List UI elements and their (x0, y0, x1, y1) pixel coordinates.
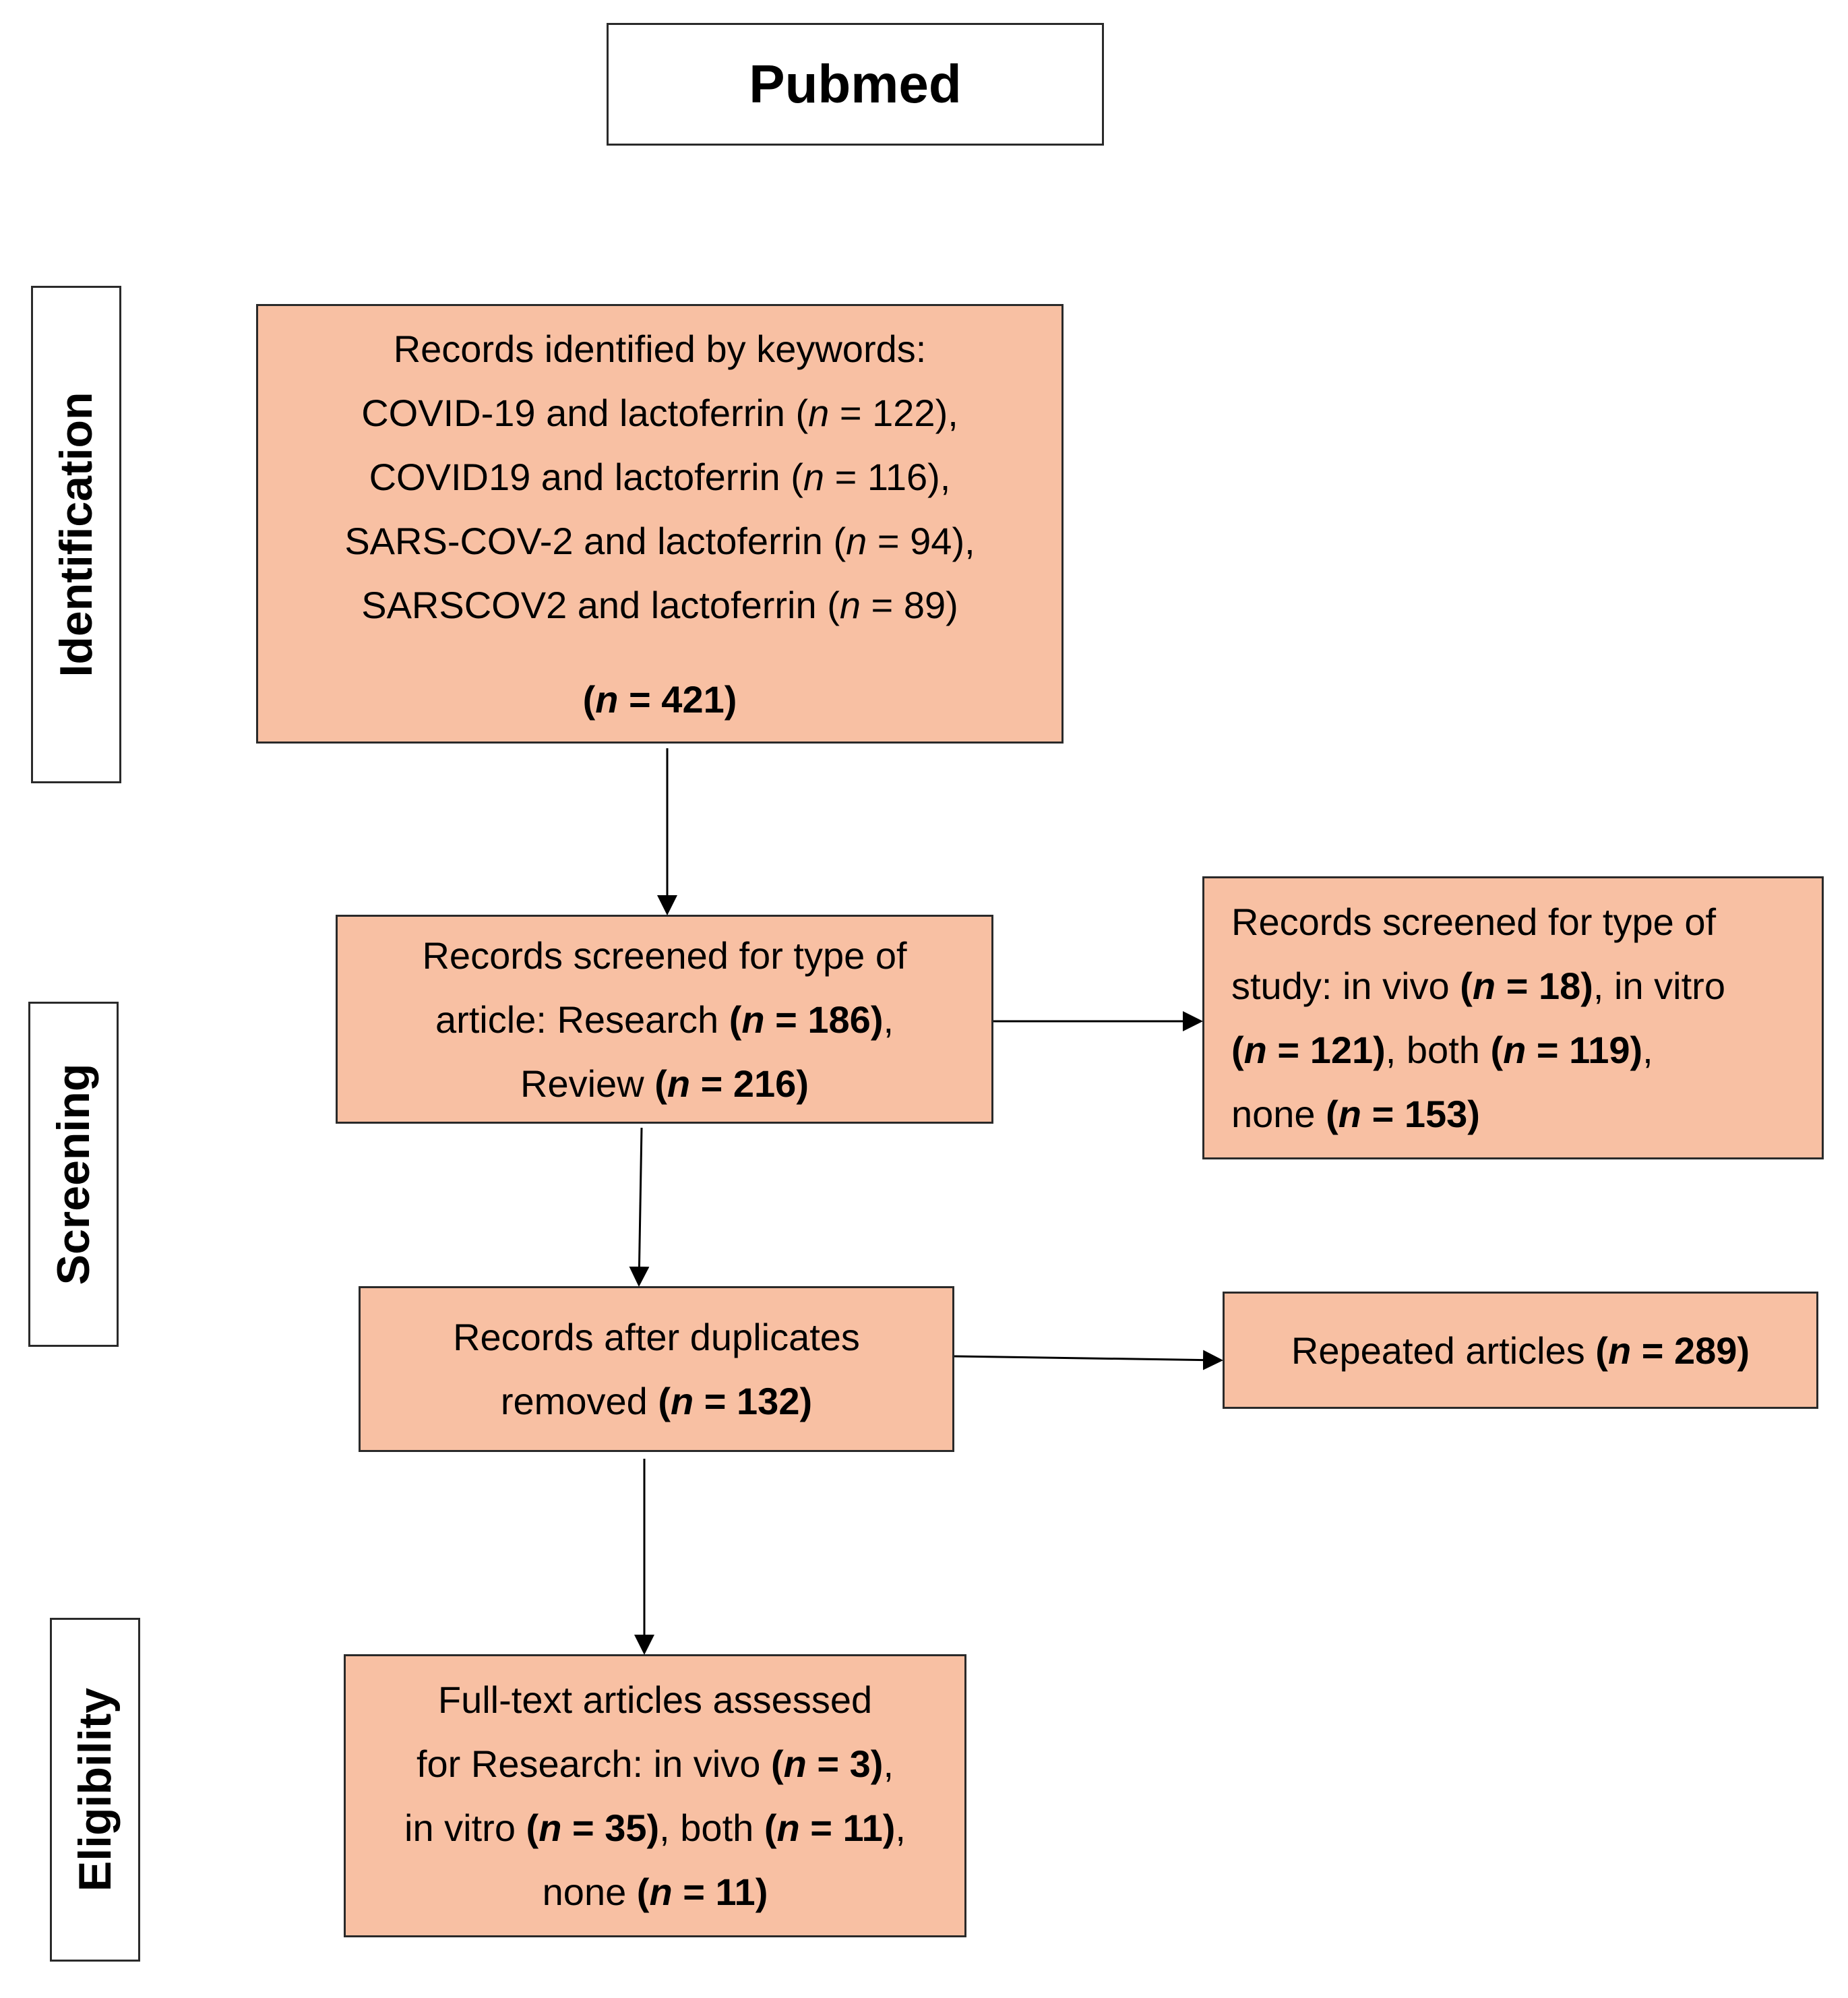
after-duplicates-box: Records after duplicates removed (n = 13… (359, 1286, 954, 1452)
keyword-item: COVID-19 and lactoferrin (n = 122), (361, 391, 958, 434)
records-identified-box: Records identified by keywords: COVID-19… (256, 304, 1064, 744)
after-duplicates-line2: removed (n = 132) (500, 1380, 813, 1422)
screened-study-line3: (n = 121), both (n = 119), (1231, 1029, 1653, 1071)
screened-article-box: Records screened for type of article: Re… (336, 915, 993, 1124)
records-identified-heading: Records identified by keywords: (393, 327, 927, 370)
fulltext-line1: Full-text articles assessed (437, 1678, 873, 1721)
screened-article-line2: article: Research (n = 186), (435, 998, 894, 1041)
records-identified-total: (n = 421) (582, 677, 737, 721)
screened-study-line2: study: in vivo (n = 18), in vitro (1231, 965, 1725, 1007)
keyword-item: COVID19 and lactoferrin (n = 116), (369, 455, 951, 498)
pubmed-title-text: Pubmed (749, 54, 962, 114)
stage-screening: Screening (28, 1002, 119, 1347)
repeated-articles-text: Repeated articles (n = 289) (1291, 1329, 1750, 1372)
stage-eligibility: Eligibility (50, 1618, 140, 1962)
fulltext-line3: in vitro (n = 35), both (n = 11), (404, 1807, 906, 1849)
arrow-duplicates-to-repeated (954, 1350, 1223, 1370)
stage-identification: Identification (31, 286, 121, 783)
screened-study-line4: none (n = 153) (1231, 1093, 1480, 1135)
screened-article-line3: Review (n = 216) (520, 1062, 809, 1105)
arrow-screened-to-duplicates (629, 1127, 650, 1287)
fulltext-box: Full-text articles assessed for Research… (344, 1654, 966, 1937)
fulltext-line2: for Research: in vivo (n = 3), (416, 1743, 894, 1785)
pubmed-title: Pubmed (607, 23, 1104, 146)
after-duplicates-line1: Records after duplicates (453, 1316, 860, 1358)
keyword-item: SARSCOV2 and lactoferrin (n = 89) (361, 583, 958, 626)
keyword-item: SARS-COV-2 and lactoferrin (n = 94), (344, 519, 975, 562)
repeated-articles-box: Repeated articles (n = 289) (1223, 1292, 1818, 1409)
screened-article-line1: Records screened for type of (422, 934, 907, 977)
screened-study-box: Records screened for type of study: in v… (1202, 876, 1824, 1159)
screened-study-line1: Records screened for type of (1231, 901, 1717, 943)
fulltext-line4: none (n = 11) (542, 1871, 768, 1913)
